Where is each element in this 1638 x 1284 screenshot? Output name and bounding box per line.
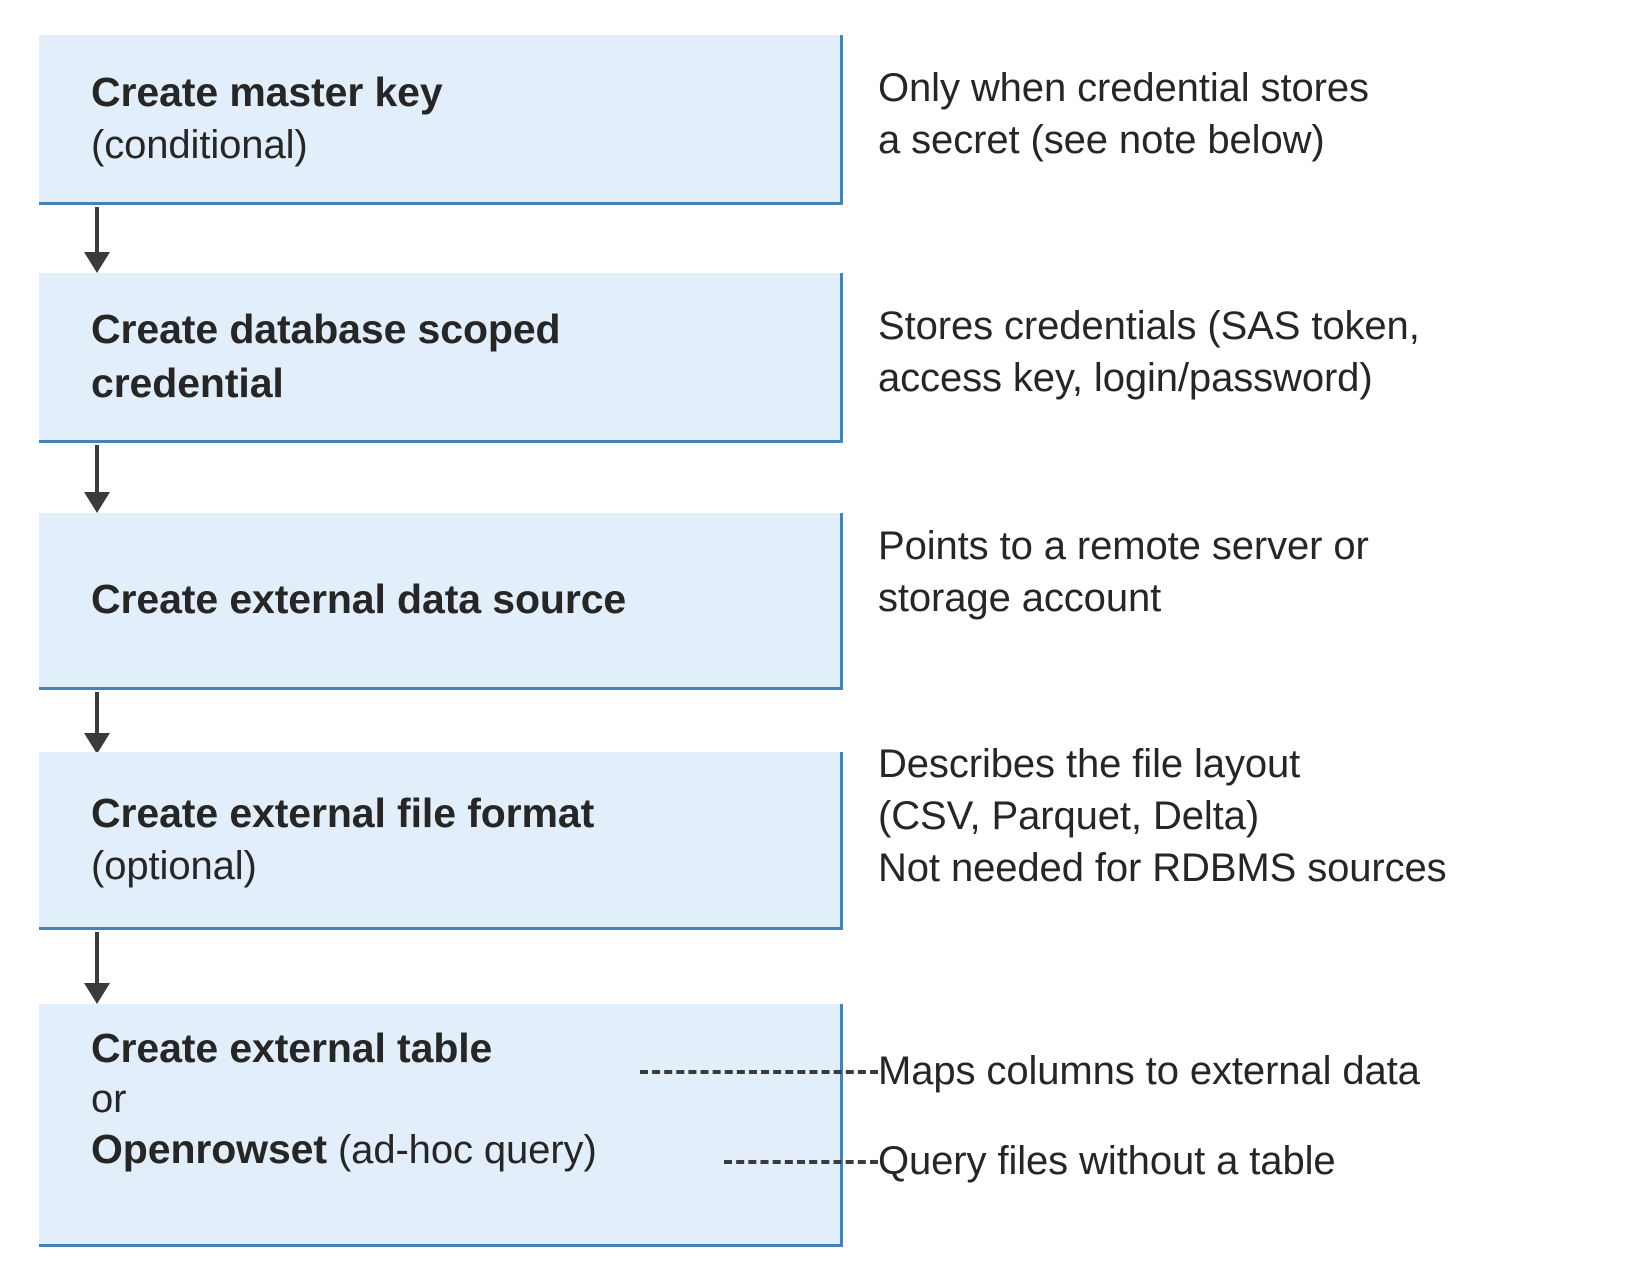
openrowset-qualifier: (ad-hoc query)	[326, 1128, 597, 1173]
arrow-down-icon-1	[84, 207, 110, 273]
dashed-connector-openrowset	[724, 1160, 878, 1164]
note-line: Not needed for RDBMS sources	[878, 846, 1447, 890]
note-create-external-table: Maps columns to external data	[878, 1045, 1420, 1097]
step-or-label: or	[91, 1077, 127, 1122]
step-title-create-external-data-source: Create external data source	[91, 576, 627, 623]
arrow-down-icon-2	[84, 445, 110, 513]
openrowset-label: Openrowset	[91, 1126, 327, 1173]
note-line: a secret (see note below)	[878, 118, 1325, 162]
step-box-create-external-data-source: Create external data source	[39, 513, 843, 690]
note-create-master-key: Only when credential stores a secret (se…	[878, 62, 1369, 166]
note-create-external-data-source: Points to a remote server or storage acc…	[878, 520, 1369, 624]
note-create-external-file-format: Describes the file layout (CSV, Parquet,…	[878, 738, 1447, 894]
note-line: Query files without a table	[878, 1139, 1336, 1183]
note-openrowset: Query files without a table	[878, 1135, 1336, 1187]
note-create-database-scoped-credential: Stores credentials (SAS token, access ke…	[878, 300, 1420, 404]
note-line: Only when credential stores	[878, 66, 1369, 110]
step-title-create-external-file-format: Create external file format	[91, 789, 595, 836]
step-box-create-master-key: Create master key (conditional)	[39, 35, 843, 205]
note-line: Points to a remote server or	[878, 524, 1369, 568]
step-title-create-external-table: Create external table	[91, 1025, 493, 1071]
step-box-create-external-table-or-openrowset: Create external table or Openrowset (ad-…	[39, 1004, 843, 1247]
dashed-connector-external-table	[640, 1070, 878, 1074]
step-subtitle-create-external-file-format: (optional)	[91, 844, 257, 889]
note-line: access key, login/password)	[878, 356, 1373, 400]
note-line: Maps columns to external data	[878, 1049, 1420, 1093]
step-title-openrowset: Openrowset (ad-hoc query)	[39, 1124, 840, 1175]
arrow-down-icon-4	[84, 932, 110, 1004]
note-line: Describes the file layout	[878, 742, 1301, 786]
step-subtitle-create-master-key: (conditional)	[91, 123, 308, 168]
arrow-down-icon-3	[84, 692, 110, 754]
note-line: Stores credentials (SAS token,	[878, 304, 1420, 348]
step-title-create-master-key: Create master key	[91, 68, 443, 115]
step-title-create-database-scoped-credential: Create database scoped	[91, 306, 561, 353]
step-box-create-database-scoped-credential: Create database scoped credential	[39, 273, 843, 443]
step-title-cont-create-database-scoped-credential: credential	[91, 359, 284, 406]
note-line: (CSV, Parquet, Delta)	[878, 794, 1260, 838]
note-line: storage account	[878, 576, 1162, 620]
step-box-create-external-file-format: Create external file format (optional)	[39, 752, 843, 930]
